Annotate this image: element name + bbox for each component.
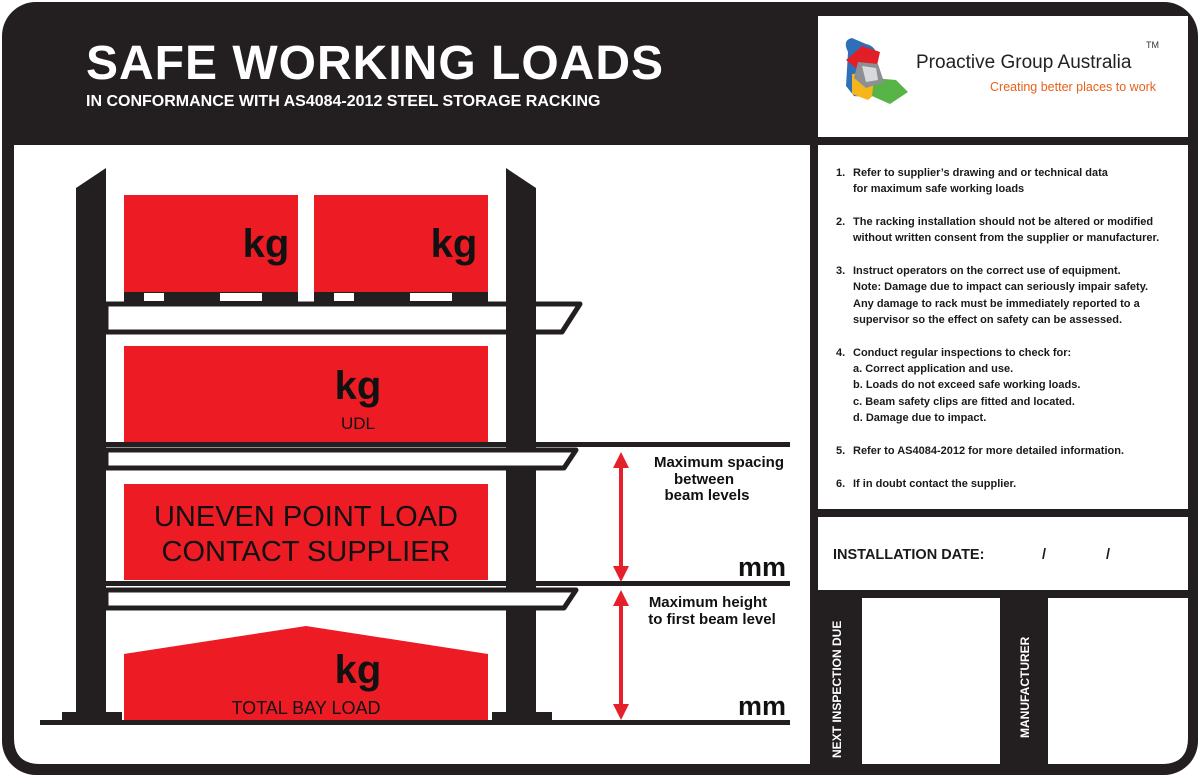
notes-panel bbox=[818, 145, 1188, 509]
load-box-top-right bbox=[314, 195, 488, 292]
note-item: 2.The racking installation should not be… bbox=[836, 216, 1160, 245]
company-name: Proactive Group Australia bbox=[916, 52, 1132, 73]
left-upright bbox=[76, 168, 106, 712]
floor-line bbox=[40, 720, 790, 725]
note-item: 4.Conduct regular inspections to check f… bbox=[836, 346, 1081, 425]
sign-title: SAFE WORKING LOADS bbox=[86, 37, 664, 90]
right-upright bbox=[506, 168, 536, 712]
spacing-arrow bbox=[613, 452, 629, 582]
height-label-line-1: Maximum height bbox=[648, 594, 768, 611]
height-label: Maximum height to first beam level bbox=[632, 594, 792, 628]
height-arrow bbox=[613, 590, 629, 720]
company-logo-mark bbox=[845, 38, 908, 104]
load-box-top-left bbox=[124, 195, 298, 292]
total-kg-label: kg bbox=[334, 648, 382, 692]
uneven-load-line-1: UNEVEN POINT LOAD bbox=[153, 501, 459, 533]
height-label-line-2: to first beam level bbox=[648, 610, 776, 628]
installation-date-panel bbox=[818, 517, 1188, 590]
installation-date-label: INSTALLATION DATE: bbox=[833, 547, 985, 563]
note-item: 3.Instruct operators on the correct use … bbox=[836, 265, 1149, 327]
sign-subtitle: IN CONFORMANCE WITH AS4084-2012 STEEL ST… bbox=[86, 93, 601, 110]
trademark-mark: TM bbox=[1146, 40, 1159, 50]
next-inspection-box bbox=[862, 598, 1000, 764]
uneven-load-line-2: CONTACT SUPPLIER bbox=[161, 536, 451, 568]
note-item: 5.Refer to AS4084-2012 for more detailed… bbox=[836, 444, 1124, 457]
installation-date-slash-1: / bbox=[1042, 547, 1047, 563]
height-unit: mm bbox=[738, 691, 787, 721]
spacing-label: Maximum spacing between beam levels bbox=[630, 454, 808, 505]
spacing-label-line-1: Maximum spacing bbox=[653, 454, 785, 471]
spacing-unit: mm bbox=[738, 552, 787, 582]
beam-level-2 bbox=[103, 447, 579, 471]
load-box-uneven bbox=[124, 484, 488, 580]
udl-kg-label: kg bbox=[334, 364, 382, 408]
manufacturer-label: MANUFACTURER bbox=[1018, 636, 1032, 738]
load-box-udl bbox=[124, 346, 488, 442]
manufacturer-box bbox=[1048, 598, 1188, 764]
spacing-label-line-2: between bbox=[673, 470, 734, 488]
total-bay-load-label: TOTAL BAY LOAD bbox=[231, 698, 381, 718]
load-box-total bbox=[124, 626, 488, 720]
note-item: 6.If in doubt contact the supplier. bbox=[836, 477, 1017, 490]
note-item: 1.Refer to supplier’s drawing and or tec… bbox=[836, 167, 1108, 196]
safety-notes-list: 1.Refer to supplier’s drawing and or tec… bbox=[836, 165, 1184, 492]
top-right-kg-label: kg bbox=[430, 222, 478, 266]
udl-label: UDL bbox=[340, 414, 375, 433]
spacing-label-line-3: beam levels bbox=[664, 487, 750, 504]
installation-date-slash-2: / bbox=[1106, 547, 1111, 563]
top-left-kg-label: kg bbox=[242, 222, 290, 266]
company-tagline: Creating better places to work bbox=[990, 80, 1157, 94]
beam-level-1 bbox=[103, 587, 579, 611]
next-inspection-label: NEXT INSPECTION DUE bbox=[830, 620, 844, 758]
